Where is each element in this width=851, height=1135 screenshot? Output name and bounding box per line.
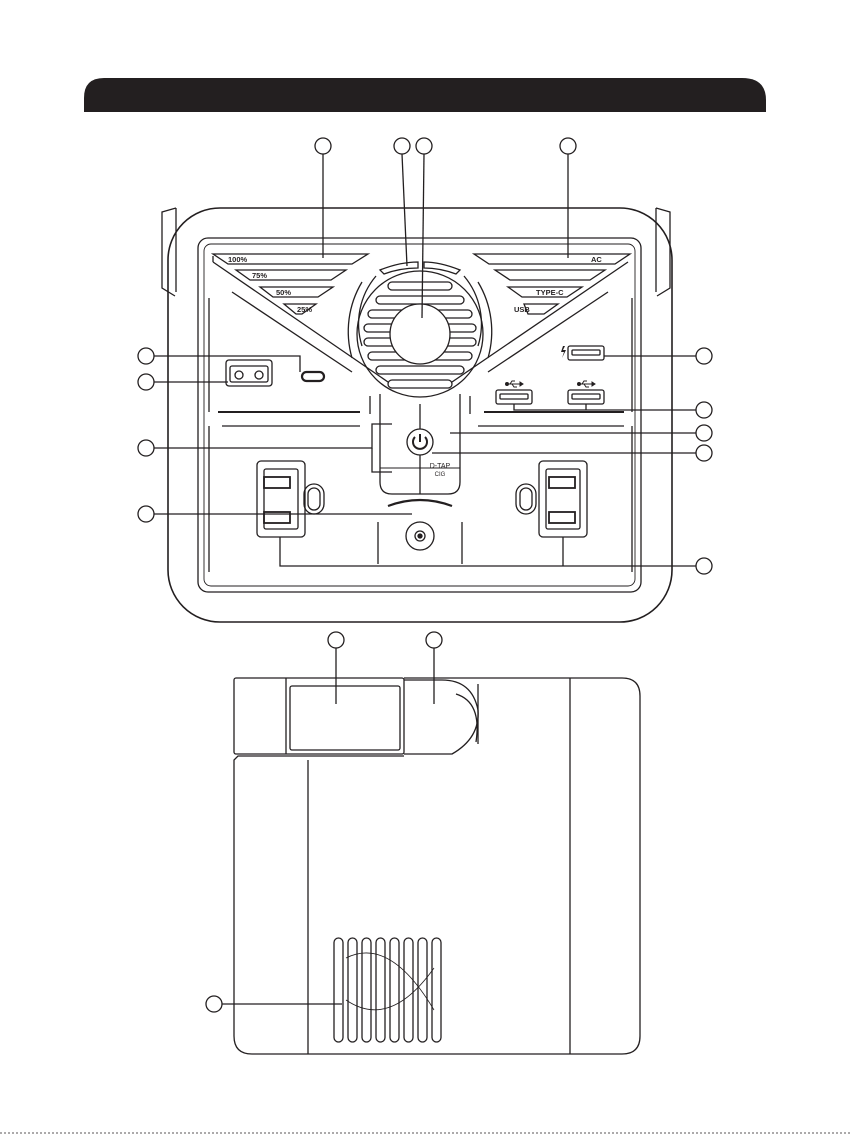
ac-outlet-left[interactable]	[257, 461, 305, 537]
usb-icon	[578, 381, 596, 387]
display-screen	[390, 304, 450, 364]
callout-battery-display	[315, 138, 331, 154]
side-handle-curve	[404, 680, 478, 754]
battery-label-25: 25%	[297, 305, 312, 314]
right-handle	[656, 208, 670, 296]
output-label-usb: USB	[514, 305, 530, 314]
dtap-cig-button[interactable]: D-TAP CIG	[430, 463, 451, 478]
side-handle-block	[234, 678, 404, 754]
front-vent	[357, 271, 483, 397]
usb-port-2[interactable]	[568, 381, 604, 404]
output-bar-ac	[474, 254, 630, 264]
power-button[interactable]	[407, 429, 433, 455]
callout-power-button	[696, 445, 712, 461]
battery-label-75: 75%	[252, 271, 267, 280]
callout-dtap	[138, 440, 154, 456]
front-view: D-TAP CIG	[162, 208, 672, 622]
usb-port-1[interactable]	[496, 381, 532, 404]
header-bar	[84, 78, 766, 112]
dtap-label: D-TAP	[430, 463, 451, 470]
callout-side-handle	[426, 632, 442, 648]
output-label-typec: TYPE-C	[536, 288, 564, 297]
usb-icon	[506, 381, 524, 387]
lightning-icon	[561, 346, 566, 358]
callouts-side	[206, 632, 442, 1012]
callout-display-ring	[394, 138, 410, 154]
callout-type-c	[138, 348, 154, 364]
output-bar-2	[495, 270, 605, 280]
callout-side-vent	[206, 996, 222, 1012]
callout-display-screen	[416, 138, 432, 154]
dc-barrel-port[interactable]	[406, 522, 434, 550]
battery-bar-50	[260, 287, 333, 297]
callout-dc-input	[138, 374, 154, 390]
callout-ac-outlets-left	[138, 506, 154, 522]
type-c-port[interactable]	[302, 372, 324, 381]
callout-output-display	[560, 138, 576, 154]
dc-input-port[interactable]	[226, 360, 272, 386]
usb-qc-port[interactable]	[561, 346, 604, 360]
callout-usb-qc	[696, 348, 712, 364]
side-vent	[334, 938, 441, 1042]
side-body	[234, 678, 640, 1054]
callout-control-area	[696, 425, 712, 441]
side-view	[234, 678, 640, 1054]
ac-outlet-right[interactable]	[539, 461, 587, 537]
output-indicator	[474, 254, 630, 314]
callout-usb-a	[696, 402, 712, 418]
callout-ac-outlets	[696, 558, 712, 574]
side-label-panel	[290, 686, 400, 750]
battery-label-100: 100%	[228, 255, 248, 264]
output-label-ac: AC	[591, 255, 602, 264]
callout-side-panel	[328, 632, 344, 648]
cig-label: CIG	[435, 472, 446, 478]
battery-label-50: 50%	[276, 288, 291, 297]
